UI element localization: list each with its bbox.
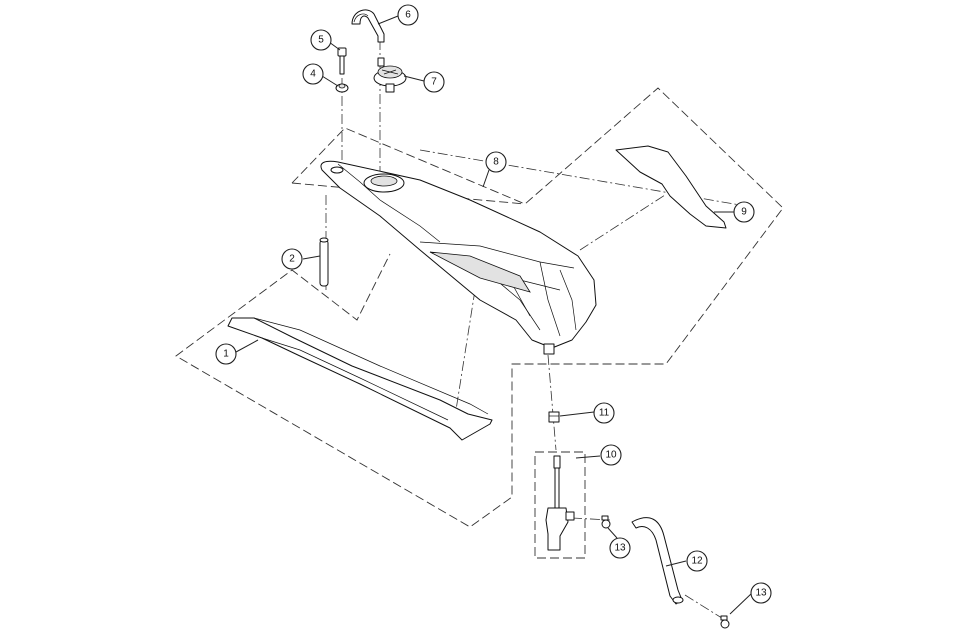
callout-8-circle [485, 151, 507, 173]
part-4-grommet [335, 83, 349, 93]
callout-10: 10 [600, 444, 622, 466]
callout-8-label: 8 [493, 157, 499, 168]
part-13-clamp-upper [601, 515, 611, 529]
part-9-shroud [615, 145, 727, 229]
callout-6-label: 6 [405, 10, 411, 21]
callout-11: 11 [593, 402, 615, 424]
callout-13-upper: 13 [609, 537, 631, 559]
callout-12-circle [686, 550, 708, 572]
callout-1-label: 1 [223, 349, 229, 360]
callout-13-lower-label: 13 [755, 588, 767, 599]
callout-9-label: 9 [741, 207, 747, 218]
callout-13-lower: 13 [750, 582, 772, 604]
callout-6: 6 [397, 4, 419, 26]
callout-4-label: 4 [310, 69, 316, 80]
part-12-fuel-hose [631, 517, 684, 605]
leader-lines [235, 15, 753, 615]
part-1-rail [227, 317, 493, 441]
assembly-group-outlines [175, 87, 784, 559]
callout-5: 5 [310, 29, 332, 51]
callout-7: 7 [423, 71, 445, 93]
callout-7-circle [423, 71, 445, 93]
group-outline-outer [175, 87, 784, 528]
callout-2-circle [281, 248, 303, 270]
callout-12: 12 [686, 550, 708, 572]
part-10-fuel-valve [545, 455, 575, 551]
callout-9: 9 [733, 201, 755, 223]
callout-8: 8 [485, 151, 507, 173]
callout-1-circle [215, 343, 237, 365]
callout-13-upper-circle [609, 537, 631, 559]
callout-5-label: 5 [318, 35, 324, 46]
part-7-filler-cap [373, 57, 407, 93]
part-2-pin [319, 237, 329, 287]
callout-12-label: 12 [691, 556, 703, 567]
callout-5-circle [310, 29, 332, 51]
part-8-fuel-tank [320, 160, 597, 355]
callout-4: 4 [302, 63, 324, 85]
part-6-vent-hose [351, 9, 385, 43]
callout-1: 1 [215, 343, 237, 365]
callout-6-circle [397, 4, 419, 26]
callout-10-label: 10 [605, 450, 617, 461]
part-13-clamp-lower [720, 615, 730, 629]
callout-7-label: 7 [431, 77, 437, 88]
callout-2-label: 2 [289, 254, 295, 265]
callout-11-label: 11 [599, 408, 610, 419]
callout-11-circle [593, 402, 615, 424]
callout-4-circle [302, 63, 324, 85]
part-11-fitting [548, 411, 560, 423]
callout-10-circle [600, 444, 622, 466]
part-5-bolt [337, 47, 347, 75]
callout-13-upper-label: 13 [614, 543, 626, 554]
callout-13-lower-circle [750, 582, 772, 604]
callout-2: 2 [281, 248, 303, 270]
callout-9-circle [733, 201, 755, 223]
